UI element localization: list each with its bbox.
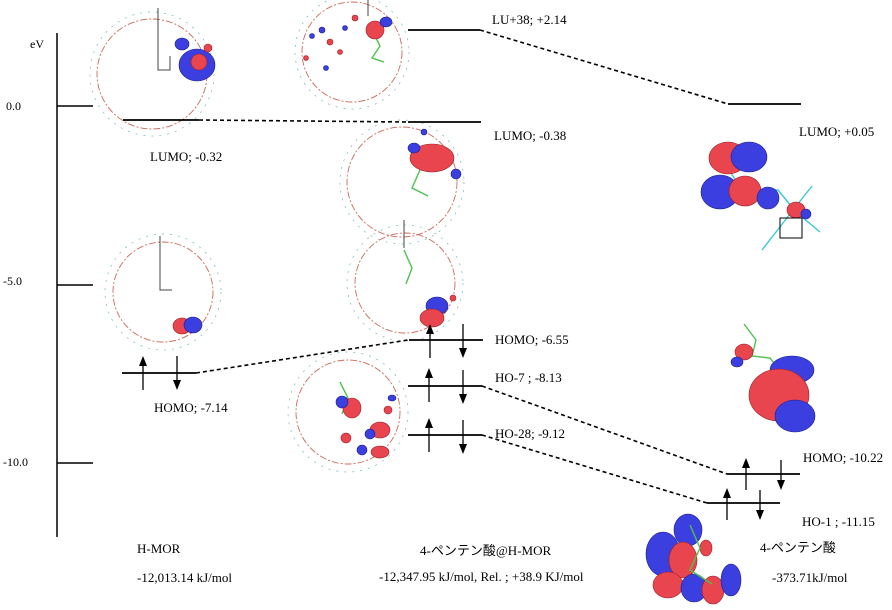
complex-homo-electrons (426, 324, 467, 358)
hmor-energy: -12,013.14 kJ/mol (137, 570, 232, 585)
hmor-homo-electrons (139, 356, 181, 390)
complex-ho7-electrons (425, 368, 467, 404)
acid-name: 4-ペンテン酸 (760, 540, 836, 555)
complex-ho28-to-acid-ho1 (481, 434, 708, 504)
complex-lumo-label: LUMO; -0.38 (494, 128, 566, 143)
acid-column: LUMO; +0.05 (645, 103, 883, 605)
complex-ho7-orbital-image (287, 351, 409, 473)
complex-homo-label: HOMO; -6.55 (495, 332, 569, 347)
complex-lu38-label: LU+38; +2.14 (492, 12, 567, 27)
hmor-homo-label: HOMO; -7.14 (154, 400, 228, 415)
energy-axis: eV 0.0 -5.0 -10.0 (3, 33, 93, 537)
hmor-lumo-to-complex-lumo (198, 119, 409, 123)
acid-energy: -373.71kJ/mol (772, 570, 848, 585)
axis-tick-label: 0.0 (6, 99, 21, 113)
hmor-column: LUMO; -0.32 HOMO; -7.14 H-MOR -12,013.14… (89, 8, 232, 585)
acid-homo-label: HOMO; -10.22 (803, 450, 883, 465)
hmor-name: H-MOR (137, 541, 181, 556)
acid-homo-electrons (742, 458, 785, 490)
complex-energy: -12,347.95 kJ/mol, Rel. ; +38.9 KJ/mol (379, 569, 584, 584)
hmor-lumo-orbital-image (89, 8, 216, 137)
complex-homo-orbital-image (346, 220, 464, 342)
acid-ho1-label: HO-1 ; -11.15 (802, 514, 875, 529)
complex-lu38-to-acid-lumo (479, 29, 729, 105)
complex-ho7-label: HO-7 ; -8.13 (495, 370, 562, 385)
acid-lumo-orbital-image (700, 141, 821, 251)
complex-ho28-label: HO-28; -9.12 (495, 426, 565, 441)
acid-lumo-label: LUMO; +0.05 (799, 124, 874, 139)
acid-ho1-electrons (723, 488, 764, 520)
complex-lumo-orbital-image (339, 119, 465, 245)
axis-tick-label: -5.0 (3, 274, 22, 288)
acid-ho1-orbital-image (645, 513, 742, 605)
complex-ho28-electrons (425, 418, 467, 454)
axis-unit-label: eV (30, 37, 44, 51)
hmor-homo-to-complex-homo (195, 339, 409, 374)
complex-column: LU+38; +2.14 LUMO; -0.38 (287, 0, 584, 584)
axis-tick-label: -10.0 (3, 455, 28, 469)
correlation-lines (195, 29, 729, 504)
complex-ho7-to-acid-homo (481, 385, 728, 475)
hmor-homo-orbital-image (104, 233, 222, 351)
acid-homo-orbital-image (730, 323, 816, 433)
hmor-lumo-label: LUMO; -0.32 (150, 149, 222, 164)
complex-lu38-orbital-image (294, 0, 410, 110)
complex-name: 4-ペンテン酸@H-MOR (420, 543, 551, 558)
